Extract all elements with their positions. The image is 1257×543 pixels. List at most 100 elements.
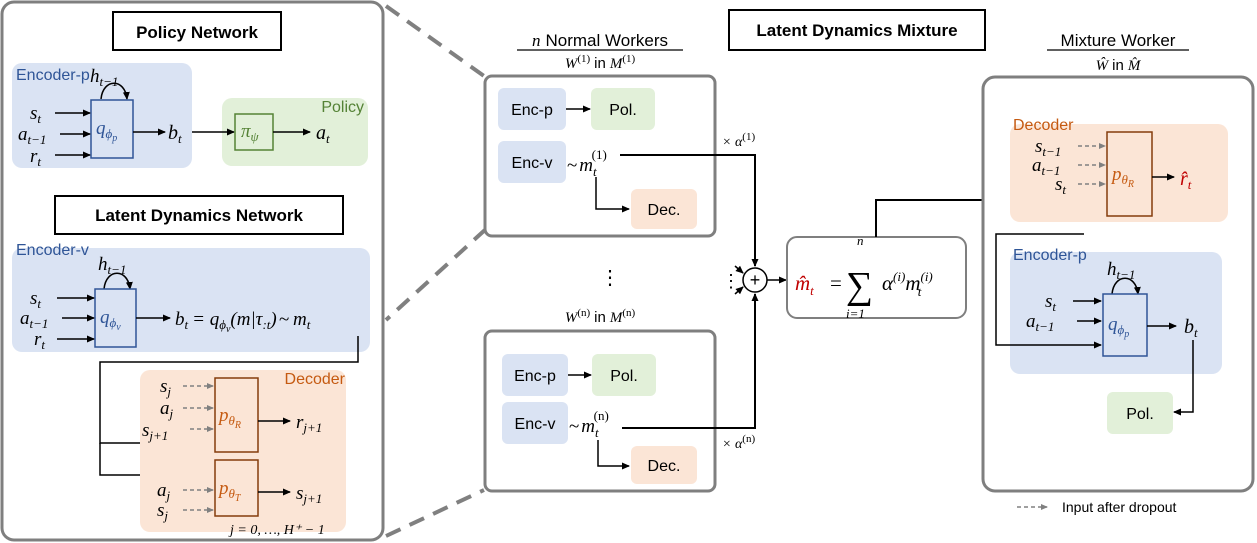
latent-dynamics-mixture: Latent Dynamics Mixture m̂t = n ∑ i=1 α(… <box>728 9 1106 321</box>
hidden-state-label-v: ht−1 <box>98 254 126 277</box>
mixture-equation-box <box>786 236 967 319</box>
enc-p-q-box <box>90 99 134 159</box>
worker-1-m-latent: ~mt(1) <box>567 147 607 179</box>
worker-n-dec-arrow <box>597 440 630 470</box>
input-a: at−1 <box>18 124 46 147</box>
input-s-v: st <box>30 288 41 311</box>
policy-network-title: Policy Network <box>136 23 258 42</box>
input-r-v: rt <box>34 329 45 352</box>
reward-output: rj+1 <box>296 412 322 435</box>
worker-n-enc-p <box>502 354 568 396</box>
dec-input-s-next: sj+1 <box>142 420 168 443</box>
worker-1-enc-p-label: Enc-p <box>511 102 553 119</box>
worker-n-pol-label: Pol. <box>610 368 638 385</box>
mw-pol-label: Pol. <box>1126 406 1154 423</box>
reward-decoder-label: pθR <box>217 405 241 431</box>
workers-ellipsis: ⋮ <box>600 267 620 289</box>
decoder-label: Decoder <box>285 371 346 388</box>
latent-dynamics-title-box <box>54 195 344 235</box>
extra-input-arrow-top <box>734 265 744 274</box>
legend-text: Input after dropout <box>1062 499 1177 515</box>
mw-dec-input-a-prev: at−1 <box>1032 155 1060 178</box>
worker-n-enc-v-label: Enc-v <box>515 416 556 433</box>
mixture-equals: = <box>830 271 842 295</box>
action-label: at <box>316 122 330 146</box>
input-s: st <box>30 103 41 126</box>
worker-1-enc-v <box>498 141 566 183</box>
belief-formula: bt= qϕv(m|τ:t)~mt <box>175 309 311 335</box>
mw-pol <box>1107 392 1173 434</box>
zoom-line-top <box>384 4 486 78</box>
zoom-line-middle <box>384 227 488 322</box>
worker-n-enc-p-label: Enc-p <box>514 368 556 385</box>
mixture-m-hat: m̂t <box>795 271 814 298</box>
mw-belief-label: bt <box>1184 316 1198 340</box>
mw-dec-input-s-prev: st−1 <box>1035 136 1061 159</box>
zoom-line-bottom <box>385 488 485 538</box>
enc-v-q-box <box>94 288 137 348</box>
mw-decoder-label: Decoder <box>1013 117 1074 134</box>
worker-1-enc-v-label: Enc-v <box>512 155 553 172</box>
input-a-v: at−1 <box>20 308 48 331</box>
mw-reward-output: r̂t <box>1180 168 1192 192</box>
mixture-title-box <box>728 9 986 51</box>
mixture-term: α(i)m(i)t <box>882 269 933 299</box>
enc-v-q-label: qϕv <box>100 307 121 333</box>
policy-label: Policy <box>321 99 364 116</box>
policy-pi-box <box>234 113 274 151</box>
worker-1-dec-arrow <box>595 177 630 213</box>
dec-input-a: aj <box>160 398 174 421</box>
encoder-p-label: Encoder-p <box>16 67 90 84</box>
enc-p-inputs: st at−1 rt <box>18 103 91 169</box>
worker-n-enc-v <box>502 402 568 444</box>
worker-1-dec <box>631 189 697 229</box>
recurrent-loop-arrow-v <box>103 272 133 290</box>
alpha-1-label: × α(1) <box>722 131 755 150</box>
worker-1-to-sum-line <box>620 154 759 267</box>
encoder-v-label: Encoder-v <box>16 242 89 259</box>
worker-n-dec <box>631 446 697 484</box>
transition-decoder-label: pθT <box>217 478 242 504</box>
mw-reward-decoder-label: pθR <box>1110 164 1134 190</box>
policy-network-title-box <box>112 11 282 51</box>
mw-decoder-inputs: st−1 at−1 st <box>1032 136 1106 197</box>
transition-output: sj+1 <box>296 483 322 506</box>
worker-1-dec-label: Dec. <box>648 202 681 219</box>
hidden-state-label: ht−1 <box>90 66 118 89</box>
mw-r-hat-feedback-line <box>995 233 1102 349</box>
dec-t-input-s: sj <box>157 500 168 523</box>
mixture-title: Latent Dynamics Mixture <box>756 21 957 40</box>
mixture-sum-bottom: i=1 <box>846 306 865 321</box>
mixture-sum-top: n <box>857 233 864 248</box>
legend: Input after dropout <box>1017 499 1177 515</box>
mw-enc-q-box <box>1102 293 1148 357</box>
left-panel: Policy Network Encoder-p Policy ht−1 qϕp… <box>0 0 385 542</box>
input-r: rt <box>30 146 41 169</box>
belief-label: bt <box>168 122 182 146</box>
latent-dynamics-title: Latent Dynamics Network <box>95 206 303 225</box>
worker-1-pol-label: Pol. <box>609 102 637 119</box>
mixture-worker-title: Mixture Worker <box>1061 31 1176 50</box>
dec-t-input-a: aj <box>157 480 171 503</box>
horizon-note: j = 0, …, H⁺ − 1 <box>228 523 325 538</box>
m-to-reward-decoder-line <box>99 336 359 447</box>
reward-decoder-box <box>214 377 259 453</box>
mw-enc-input-s: st <box>1045 291 1056 314</box>
mw-recurrent-loop-arrow <box>1111 277 1141 295</box>
transition-decoder-box <box>214 459 259 517</box>
mw-dec-input-s: st <box>1055 174 1066 197</box>
mw-enc-q-label: qϕp <box>1108 314 1129 340</box>
mixing-ellipsis: ⋮ <box>722 271 740 291</box>
policy-pi-label: πψ <box>241 121 260 144</box>
worker-n-to-sum-line <box>622 293 759 429</box>
encoder-v-region <box>12 248 370 352</box>
recurrent-loop-arrow <box>100 82 130 100</box>
sum-node-plus: + <box>750 270 761 290</box>
mw-enc-input-a: at−1 <box>1026 311 1054 334</box>
